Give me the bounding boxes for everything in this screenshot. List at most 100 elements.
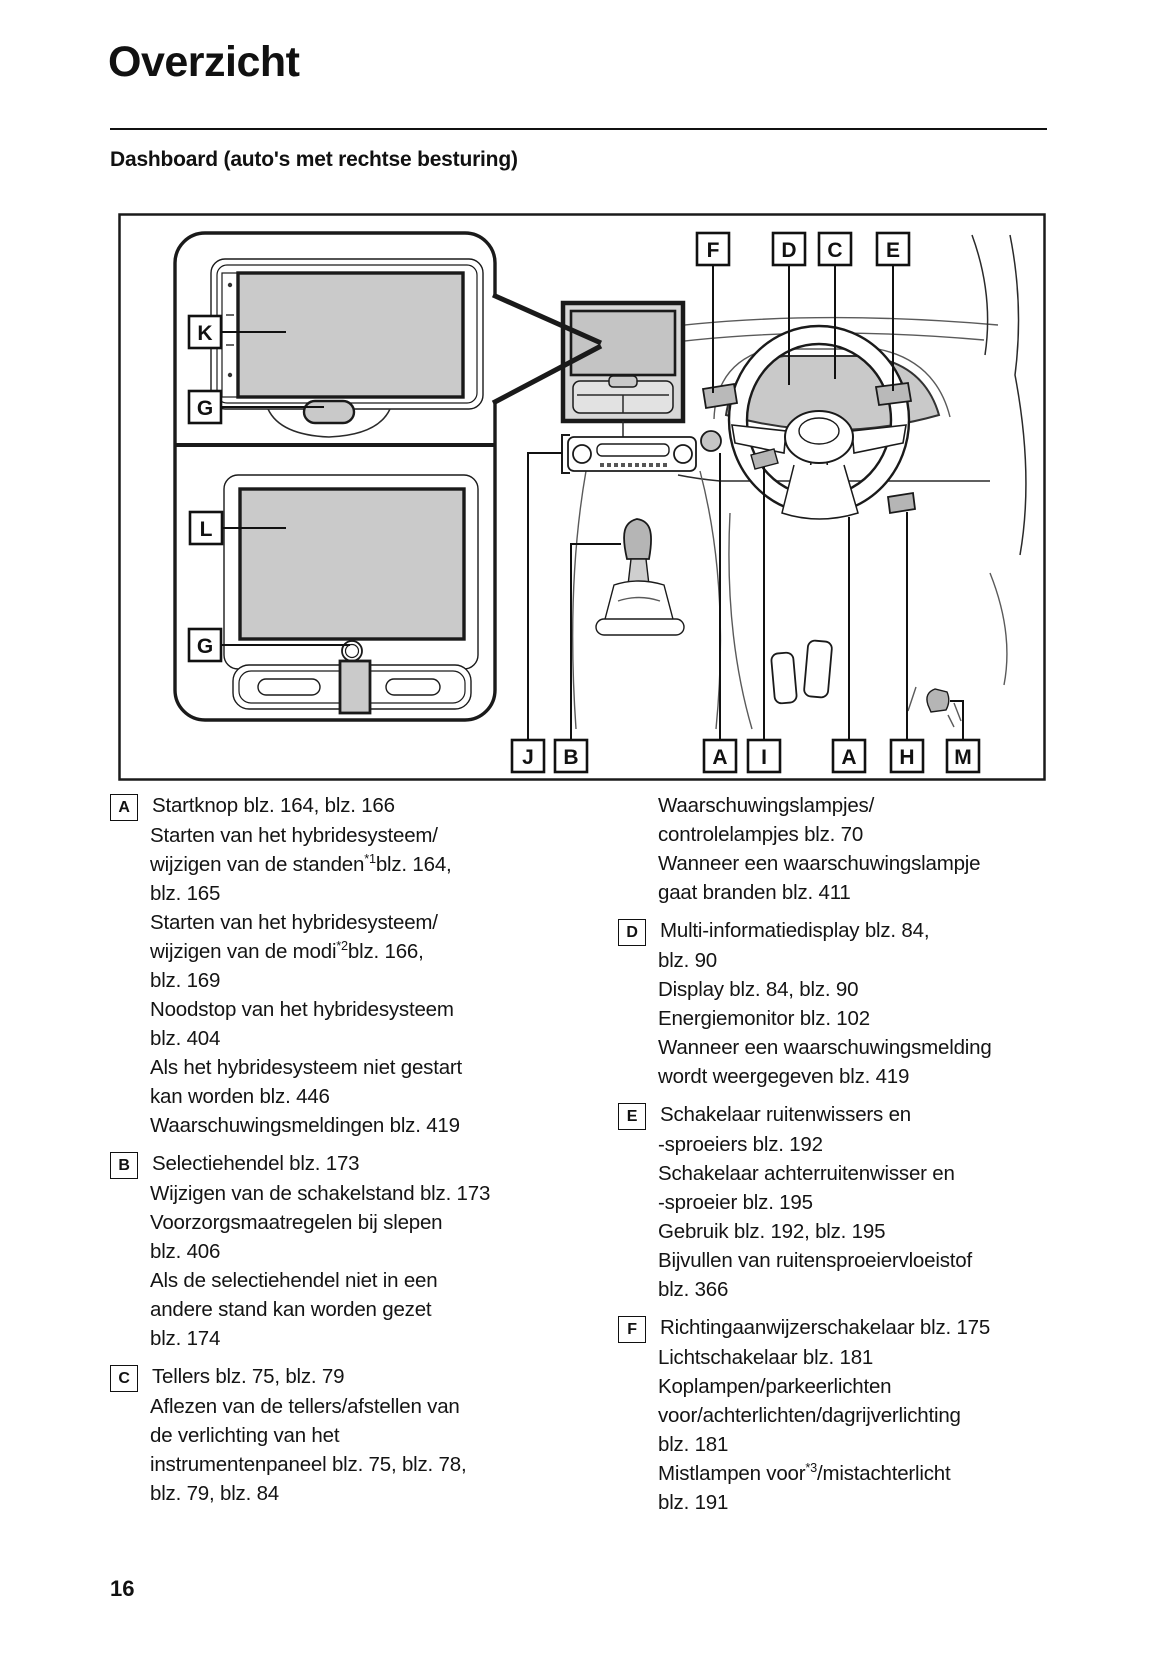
- legend-line: kan worden blz. 446: [150, 1085, 330, 1108]
- legend-line: Lichtschakelaar blz. 181: [658, 1346, 874, 1369]
- legend-line: blz. 366: [658, 1278, 729, 1301]
- usb-port-lower: [338, 659, 372, 715]
- legend-line: -sproeiers blz. 192: [658, 1133, 823, 1156]
- tray-handle: [608, 375, 638, 388]
- callout-C: C: [817, 231, 853, 267]
- wheel-spoke-left: [731, 424, 787, 454]
- svg-text:H: H: [899, 746, 914, 769]
- legend-line: gaat branden blz. 411: [658, 881, 851, 904]
- svg-text:B: B: [563, 746, 578, 769]
- legend-line: blz. 169: [150, 969, 221, 992]
- legend-line: blz. 191: [658, 1491, 729, 1514]
- svg-text:J: J: [522, 746, 534, 769]
- legend-line: voor/achterlichten/dagrijverlichting: [658, 1404, 961, 1427]
- legend-line: blz. 406: [150, 1240, 221, 1263]
- climate-control-panel: [561, 434, 697, 474]
- legend-line: blz. 174: [150, 1327, 221, 1350]
- svg-text:E: E: [886, 239, 900, 262]
- legend-line: andere stand kan worden gezet: [150, 1298, 432, 1321]
- legend-section-continued: Waarschuwingslampjes/controlelampjes blz…: [618, 791, 1070, 907]
- callout-J: J: [510, 738, 546, 774]
- legend-line: Energiemonitor blz. 102: [658, 1007, 870, 1030]
- callout-K: K: [187, 314, 223, 350]
- legend-line: blz. 90: [658, 949, 717, 972]
- legend-callout-box: E: [618, 1103, 646, 1130]
- legend-line: Aflezen van de tellers/afstellen van: [150, 1395, 460, 1418]
- svg-text:K: K: [197, 322, 212, 345]
- column-controls: [700, 381, 913, 520]
- legend-line: Als het hybridesysteem niet gestart: [150, 1056, 463, 1079]
- climate-knob-left: [572, 444, 592, 464]
- legend-line: Waarschuwingslampjes/: [658, 794, 875, 817]
- legend-line: Koplampen/parkeerlichten: [658, 1375, 892, 1398]
- legend-line: controlelampjes blz. 70: [658, 823, 864, 846]
- section-subtitle: Dashboard (auto's met rechtse besturing): [110, 148, 518, 171]
- legend-section-E: E Schakelaar ruitenwissers en -sproeiers b…: [618, 1100, 1070, 1304]
- legend-section-title: Selectiehendel blz. 173: [152, 1152, 360, 1175]
- legend-line: Display blz. 84, blz. 90: [658, 978, 859, 1001]
- legend-section-title: Richtingaanwijzerschakelaar blz. 175: [660, 1316, 991, 1339]
- callout-B: B: [553, 738, 589, 774]
- wheel-spoke-right: [851, 424, 907, 454]
- footwell-clip: [907, 686, 962, 728]
- wheel-hub: [784, 410, 854, 464]
- center-screen: [569, 309, 677, 377]
- inset-callout-arrow: [491, 292, 603, 346]
- screen-button-strip: [221, 272, 239, 398]
- center-display-unit: [560, 300, 686, 437]
- callout-H: H: [889, 738, 925, 774]
- legend-line: Waarschuwingsmeldingen blz. 419: [150, 1114, 460, 1137]
- bonnet-release-switch: [886, 491, 917, 515]
- callout-labels: K G L G F D C E J B A I A H M: [187, 231, 981, 774]
- callout-M: M: [945, 738, 981, 774]
- legend-line: blz. 79, blz. 84: [150, 1482, 279, 1505]
- legend-line: wijzigen van de standen*1blz. 164,: [150, 851, 452, 876]
- legend-line: de verlichting van het: [150, 1424, 340, 1447]
- legend-section-title: Startknop blz. 164, blz. 166: [152, 794, 395, 817]
- legend-section-title: Tellers blz. 75, blz. 79: [152, 1365, 345, 1388]
- legend-line: Starten van het hybridesysteem/: [150, 911, 438, 934]
- column-lever: [750, 448, 779, 470]
- legend-line: Gebruik blz. 192, blz. 195: [658, 1220, 886, 1243]
- legend-callout-box: B: [110, 1152, 138, 1179]
- legend-line: Bijvullen van ruitensproeiervloeistof: [658, 1249, 972, 1272]
- legend-line: Wanneer een waarschuwingsmelding: [658, 1036, 992, 1059]
- legend-section-head: A Startknop blz. 164, blz. 166: [110, 791, 602, 821]
- legend-line: wijzigen van de modi*2blz. 166,: [150, 938, 424, 963]
- start-button: [700, 430, 722, 452]
- svg-text:D: D: [781, 239, 796, 262]
- climate-knob-right: [673, 444, 693, 464]
- legend-line: Starten van het hybridesysteem/: [150, 824, 438, 847]
- legend-column-right: Waarschuwingslampjes/controlelampjes blz…: [618, 791, 1070, 1526]
- legend-callout-box: A: [110, 794, 138, 821]
- svg-text:C: C: [827, 239, 842, 262]
- dashboard-diagram: K G L G F D C E J B A I A H M: [118, 213, 1046, 781]
- callout-A-right: A: [831, 738, 867, 774]
- legend-line: instrumentenpaneel blz. 75, blz. 78,: [150, 1453, 467, 1476]
- page-title: Overzicht: [108, 38, 300, 86]
- usb-port-upper: [302, 399, 356, 425]
- legend-section-head: B Selectiehendel blz. 173: [110, 1149, 602, 1179]
- legend-section-title: Schakelaar ruitenwissers en: [660, 1103, 911, 1126]
- svg-text:F: F: [707, 239, 720, 262]
- multimedia-screen: [236, 271, 465, 399]
- legend-line: wordt weergegeven blz. 419: [658, 1065, 910, 1088]
- callout-lines: [221, 265, 964, 740]
- callout-L: L: [188, 510, 224, 546]
- legend-section-head: E Schakelaar ruitenwissers en: [618, 1100, 1070, 1130]
- control-pill-left: [257, 678, 321, 696]
- svg-text:A: A: [712, 746, 727, 769]
- light-stalk: [874, 381, 913, 407]
- legend-line: blz. 165: [150, 882, 221, 905]
- pedals: [770, 639, 833, 705]
- legend-line: blz. 404: [150, 1027, 221, 1050]
